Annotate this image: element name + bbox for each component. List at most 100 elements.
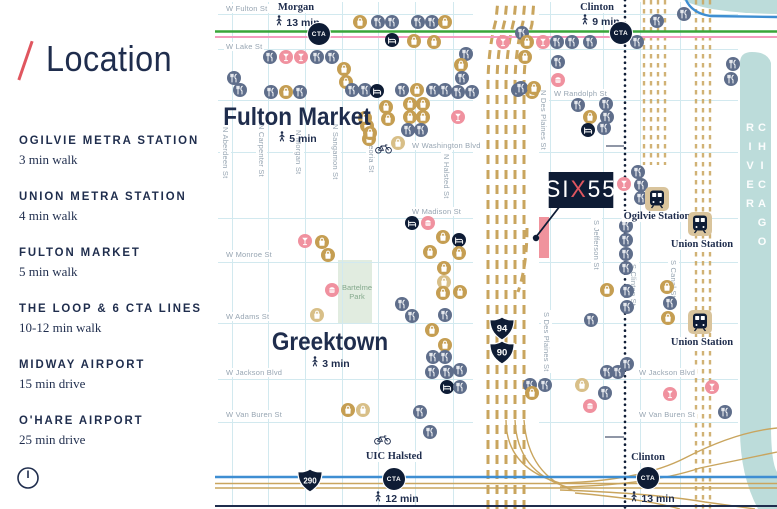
poi-dining-icon [264,85,278,99]
poi-shop-icon [437,261,451,275]
poi-shop-icon [416,97,430,111]
poi-food-icon [551,73,565,87]
poi-dining-icon [405,309,419,323]
kennedy-expressway-lanes [486,0,536,509]
poi-shop-icon [423,245,437,259]
transit-item-name: UNION METRA STATION [19,189,187,203]
poi-dining-icon [611,365,625,379]
poi-dining-icon [395,83,409,97]
poi-shop-icon [403,110,417,124]
poi-dining-icon [438,83,452,97]
poi-dining-icon [724,72,738,86]
cta-blue-line-north [684,0,777,19]
poi-dining-icon [619,233,633,247]
street-label: W Fulton St [224,4,270,13]
street-label: W Lake St [224,42,265,51]
walk-minutes: 5 min [289,132,317,145]
six55-label-accent: X [570,176,588,203]
svg-text:94: 94 [497,324,508,335]
clock-icon [16,466,40,490]
poi-shop-icon [407,34,421,48]
neighborhood-walk-time: 5 min [277,131,317,146]
street-label: N Aberdeen St [220,125,231,181]
poi-dining-icon [634,191,648,205]
metra-station-icon [645,187,669,218]
poi-dining-icon [426,350,440,364]
street-grid-line [415,2,416,507]
poi-dining-icon [598,386,612,400]
poi-dining-icon [426,83,440,97]
street-grid-line [640,2,641,507]
transit-item-detail: 15 min drive [19,376,86,391]
street-grid-line [680,2,681,507]
cta-station-name: Clinton [629,452,667,463]
poi-dining-icon [597,121,611,135]
poi-dining-icon [571,98,585,112]
poi-dining-icon [401,123,415,137]
poi-dining-icon [310,50,324,64]
poi-dining-icon [325,50,339,64]
walk-minutes: 13 min [641,492,675,505]
poi-hotel-icon [440,380,454,394]
poi-shop-icon [315,235,329,249]
street-label: N Des Plaines St [538,88,549,152]
poi-shop-light-icon [310,308,324,322]
poi-shop-light-icon [356,403,370,417]
poi-hotel-icon [385,33,399,47]
poi-shop-icon [341,403,355,417]
bartelme-park [338,260,372,323]
river-top-wedge [683,0,777,14]
poi-shop-icon [363,126,377,140]
street-grid-line [342,2,343,507]
poi-dining-icon [538,378,552,392]
six55-pointer [532,205,561,242]
poi-dining-icon [453,363,467,377]
poi-dining-icon [371,15,385,29]
street-label: W Adams St [224,312,272,321]
bike-share-icon [375,141,392,159]
poi-dining-icon [550,35,564,49]
poi-dining-icon [565,35,579,49]
poi-shop-light-icon [437,275,451,289]
poi-dining-icon [293,85,307,99]
poi-dining-icon [620,357,634,371]
poi-bar-icon [663,387,677,401]
poi-shop-icon [425,323,439,337]
neighborhood-walk-time: 3 min [310,356,350,371]
poi-dining-icon [233,83,247,97]
cta-station-name: UIC Halsted [363,451,425,462]
poi-shop-icon [600,283,614,297]
poi-dining-icon [726,57,740,71]
poi-shop-icon [279,85,293,99]
poi-shop-icon [436,286,450,300]
metra-station-name: Union Station [668,239,736,250]
cta-badge: CTA [636,466,660,490]
walk-icon [629,491,638,506]
street-label: S Des Plaines St [541,310,552,374]
interstate-shield: 94 [488,316,516,346]
poi-dining-icon [358,83,372,97]
transit-item-detail: 4 min walk [19,208,78,223]
poi-shop-icon [453,285,467,299]
poi-shop-light-icon [391,136,405,150]
street-label: W Van Buren St [224,410,285,419]
walk-icon [274,15,283,30]
transit-item: UNION METRA STATION 4 min walk [19,189,215,224]
transit-item-detail: 5 min walk [19,264,78,279]
transit-item: THE LOOP & 6 CTA LINES 10-12 min walk [19,301,215,336]
title-slash-accent [17,40,34,81]
poi-shop-icon [661,311,675,325]
poi-dining-icon [650,14,664,28]
walk-icon [310,356,319,371]
chicago-river-label: CHICAGO RIVER [744,122,768,255]
poi-dining-icon [425,15,439,29]
poi-dining-icon [584,313,598,327]
cta-station-walk-time: 12 min [373,491,419,506]
poi-bar-icon [294,50,308,64]
location-panel: Location OGILVIE METRA STATION 3 min wal… [0,0,215,509]
poi-shop-light-icon [575,378,589,392]
